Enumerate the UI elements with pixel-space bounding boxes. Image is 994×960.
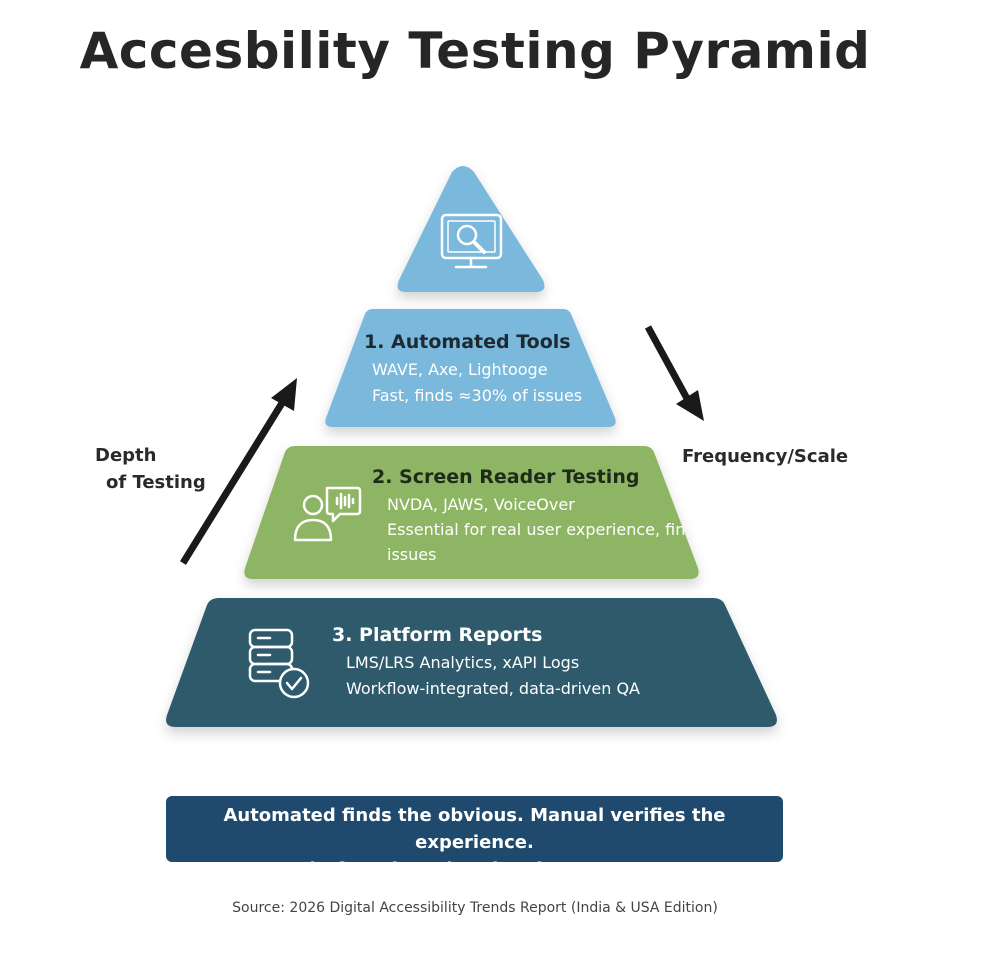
tier2-text: 2. Screen Reader Testing NVDA, JAWS, Voi… <box>372 466 685 567</box>
tier2-clip: 2. Screen Reader Testing NVDA, JAWS, Voi… <box>244 446 700 580</box>
summary-banner: Automated finds the obvious. Manual veri… <box>166 796 783 880</box>
tier2-desc: Essential for real user experience, fin <box>387 520 686 539</box>
tier1-heading: 1. Automated Tools <box>364 331 571 353</box>
tier2-heading: 2. Screen Reader Testing <box>372 466 640 488</box>
source-note: Source: 2026 Digital Accessibility Trend… <box>232 900 718 916</box>
banner-line2: Platform-based scales the process. <box>296 859 653 880</box>
tier2-desc-cont: issues <box>387 545 437 564</box>
depth-label: Depth of Testing <box>95 442 206 496</box>
tier3-text: 3. Platform Reports LMS/LRS Analytics, x… <box>332 624 640 702</box>
tier3-tools: LMS/LRS Analytics, xAPI Logs <box>346 653 580 672</box>
tier3-desc: Workflow-integrated, data-driven QA <box>346 679 640 698</box>
depth-label-line2: of Testing <box>106 472 206 493</box>
monitor-magnifier-icon <box>440 213 503 269</box>
frequency-label: Frequency/Scale <box>682 446 849 467</box>
tier3-shape <box>166 598 777 727</box>
banner-line1: Automated finds the obvious. Manual veri… <box>223 805 726 853</box>
tier3-heading: 3. Platform Reports <box>332 624 543 646</box>
person-speech-icon <box>293 486 362 542</box>
tier2-tools: NVDA, JAWS, VoiceOver <box>387 495 575 514</box>
depth-arrow <box>180 378 297 565</box>
pyramid-apex <box>397 166 545 292</box>
page-title: Accesbility Testing Pyramid <box>79 22 871 80</box>
database-check-icon <box>248 628 310 699</box>
tier1-desc: Fast, finds ≈30% of issues <box>372 386 583 405</box>
tier1-text: 1. Automated Tools WAVE, Axe, Lightooge … <box>364 331 582 409</box>
tier1-shape <box>325 309 616 427</box>
tier1-tools: WAVE, Axe, Lightooge <box>372 360 548 379</box>
depth-label-line1: Depth <box>95 445 157 466</box>
frequency-arrow <box>644 325 704 421</box>
tier2-shape <box>244 446 699 579</box>
